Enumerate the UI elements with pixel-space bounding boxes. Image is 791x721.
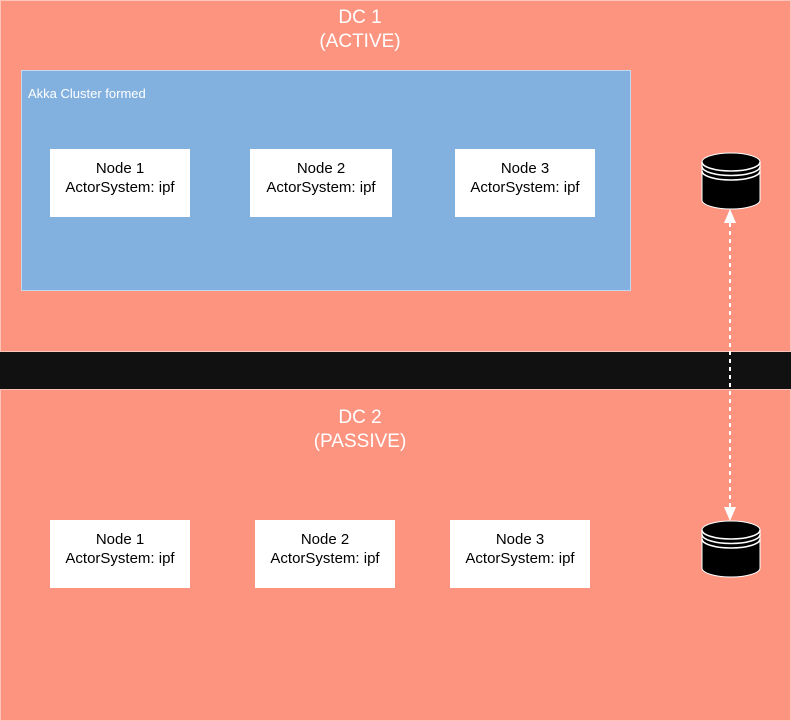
node-name: Node 2 xyxy=(300,531,350,548)
dc1-node-1: Node 1 ActorSystem: ipf xyxy=(50,149,190,217)
arrowhead-down-icon xyxy=(724,507,736,521)
node-system: ActorSystem: ipf xyxy=(65,550,175,567)
dc1-database-icon xyxy=(700,152,762,210)
dc2-node-2: Node 2 ActorSystem: ipf xyxy=(255,520,395,588)
node-name: Node 2 xyxy=(296,160,346,177)
node-name: Node 3 xyxy=(500,160,550,177)
separator-band xyxy=(0,352,791,389)
node-name: Node 3 xyxy=(495,531,545,548)
dc1-title: DC 1 xyxy=(338,7,382,28)
dc2-node-1: Node 1 ActorSystem: ipf xyxy=(50,520,190,588)
node-system: ActorSystem: ipf xyxy=(65,179,175,196)
node-name: Node 1 xyxy=(95,160,145,177)
dc1-subtitle: (ACTIVE) xyxy=(319,31,401,52)
dc1-node-2: Node 2 ActorSystem: ipf xyxy=(250,149,392,217)
dc2-database-icon xyxy=(700,520,762,578)
dc1-title-block: DC 1 (ACTIVE) xyxy=(0,6,720,54)
node-name: Node 1 xyxy=(95,531,145,548)
node-system: ActorSystem: ipf xyxy=(266,179,376,196)
dc2-title-block: DC 2 (PASSIVE) xyxy=(0,406,720,454)
node-system: ActorSystem: ipf xyxy=(470,179,580,196)
arrowhead-up-icon xyxy=(724,209,736,223)
akka-cluster-label: Akka Cluster formed xyxy=(28,86,146,101)
dc1-node-3: Node 3 ActorSystem: ipf xyxy=(455,149,595,217)
node-system: ActorSystem: ipf xyxy=(465,550,575,567)
replication-connector xyxy=(717,207,743,523)
dc2-title: DC 2 xyxy=(338,407,382,428)
dc2-node-3: Node 3 ActorSystem: ipf xyxy=(450,520,590,588)
dc2-subtitle: (PASSIVE) xyxy=(313,431,407,452)
node-system: ActorSystem: ipf xyxy=(270,550,380,567)
